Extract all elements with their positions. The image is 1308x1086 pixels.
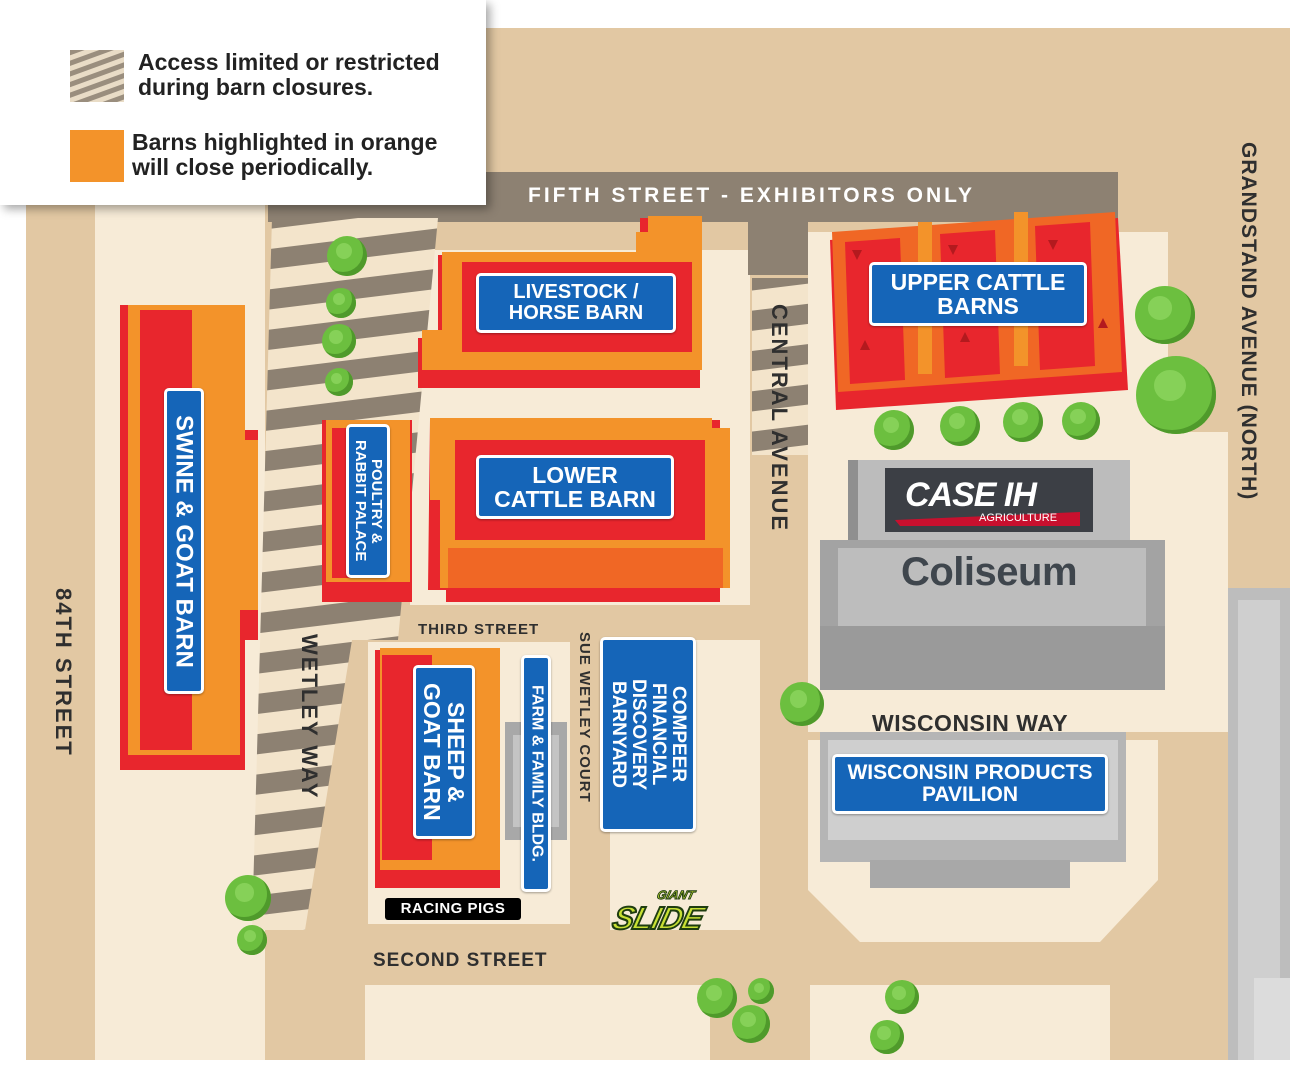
lower-cattle-orange-band bbox=[448, 548, 723, 588]
pavilion-annex bbox=[870, 860, 1070, 888]
upper-cattle-barns-label[interactable]: UPPER CATTLE BARNS bbox=[869, 262, 1087, 326]
roof-vent-3 bbox=[1048, 240, 1058, 250]
tree-icon bbox=[874, 410, 914, 450]
roof-vent-4 bbox=[1098, 318, 1108, 328]
wisconsin-way-label: WISCONSIN WAY bbox=[872, 710, 1069, 736]
grandstand-gate bbox=[1254, 978, 1290, 1060]
hatched-swatch bbox=[70, 50, 124, 102]
roof-vent-5 bbox=[860, 340, 870, 350]
coliseum-roof bbox=[838, 548, 1146, 626]
fifth-street-connector bbox=[748, 222, 808, 275]
racing-pigs-label[interactable]: RACING PIGS bbox=[385, 898, 521, 920]
compeer-barnyard-label[interactable]: COMPEER FINANCIAL DISCOVERY BARNYARD bbox=[600, 637, 696, 832]
central-avenue-hatch bbox=[752, 278, 808, 455]
giant-slide-logo[interactable]: GIANT SLIDE bbox=[601, 888, 733, 944]
orange-swatch bbox=[70, 130, 124, 182]
case-ih-wordmark: CASE IH bbox=[905, 476, 1037, 514]
second-street-label: SECOND STREET bbox=[373, 950, 548, 971]
tree-icon bbox=[748, 978, 774, 1004]
swine-goat-barn-label[interactable]: SWINE & GOAT BARN bbox=[164, 388, 204, 694]
sheep-goat-barn-label[interactable]: SHEEP & GOAT BARN bbox=[413, 665, 475, 839]
tree-icon bbox=[237, 925, 267, 955]
sue-wetley-court-label: SUE WETLEY COURT bbox=[576, 632, 593, 803]
tree-icon bbox=[326, 288, 356, 318]
tree-icon bbox=[1136, 356, 1216, 434]
poultry-rabbit-palace-label[interactable]: POULTRY & RABBIT PALACE bbox=[346, 424, 390, 578]
tree-icon bbox=[697, 978, 737, 1018]
grandstand-avenue-label: GRANDSTAND AVENUE (NORTH) bbox=[1237, 142, 1260, 501]
tree-icon bbox=[1062, 402, 1100, 440]
roof-vent-2 bbox=[948, 245, 958, 255]
farm-family-bldg-label[interactable]: FARM & FAMILY BLDG. bbox=[521, 655, 551, 892]
tree-icon bbox=[325, 368, 353, 396]
fifth-street-label: FIFTH STREET - EXHIBITORS ONLY bbox=[528, 184, 976, 207]
tree-icon bbox=[885, 980, 919, 1014]
tree-icon bbox=[780, 682, 824, 726]
lot-south-2 bbox=[810, 985, 1110, 1060]
tree-icon bbox=[327, 236, 367, 276]
tree-icon bbox=[870, 1020, 904, 1054]
coliseum-upper-side bbox=[848, 460, 858, 540]
tree-icon bbox=[225, 875, 271, 921]
tree-icon bbox=[322, 324, 356, 358]
legend-orange-text: Barns highlighted in orange will close p… bbox=[132, 129, 438, 181]
coliseum-label[interactable]: Coliseum bbox=[900, 550, 1078, 594]
84th-street-label: 84TH STREET bbox=[51, 588, 76, 757]
case-ih-logo: CASE IH AGRICULTURE bbox=[885, 468, 1093, 532]
livestock-horse-barn-label[interactable]: LIVESTOCK / HORSE BARN bbox=[476, 273, 676, 333]
wetley-way-label: WETLEY WAY bbox=[297, 634, 322, 800]
lot-south-1 bbox=[365, 985, 710, 1060]
roof-vent-6 bbox=[960, 332, 970, 342]
case-ih-swoosh bbox=[895, 512, 1080, 526]
tree-icon bbox=[940, 406, 980, 446]
map-legend: Access limited or restricted during barn… bbox=[0, 0, 486, 205]
tree-icon bbox=[1135, 286, 1195, 344]
case-ih-agriculture: AGRICULTURE bbox=[979, 512, 1058, 524]
slide-word: SLIDE bbox=[608, 899, 708, 937]
lower-cattle-barn-label[interactable]: LOWER CATTLE BARN bbox=[476, 455, 674, 519]
legend-hatched-text: Access limited or restricted during barn… bbox=[138, 49, 440, 101]
roof-vent-1 bbox=[852, 250, 862, 260]
tree-icon bbox=[1003, 402, 1043, 442]
central-avenue-label: CENTRAL AVENUE bbox=[767, 304, 792, 533]
tree-icon bbox=[732, 1005, 770, 1043]
third-street-label: THIRD STREET bbox=[418, 621, 540, 638]
wisconsin-products-pavilion-label[interactable]: WISCONSIN PRODUCTS PAVILION bbox=[832, 754, 1108, 814]
coliseum-base bbox=[820, 626, 1165, 690]
